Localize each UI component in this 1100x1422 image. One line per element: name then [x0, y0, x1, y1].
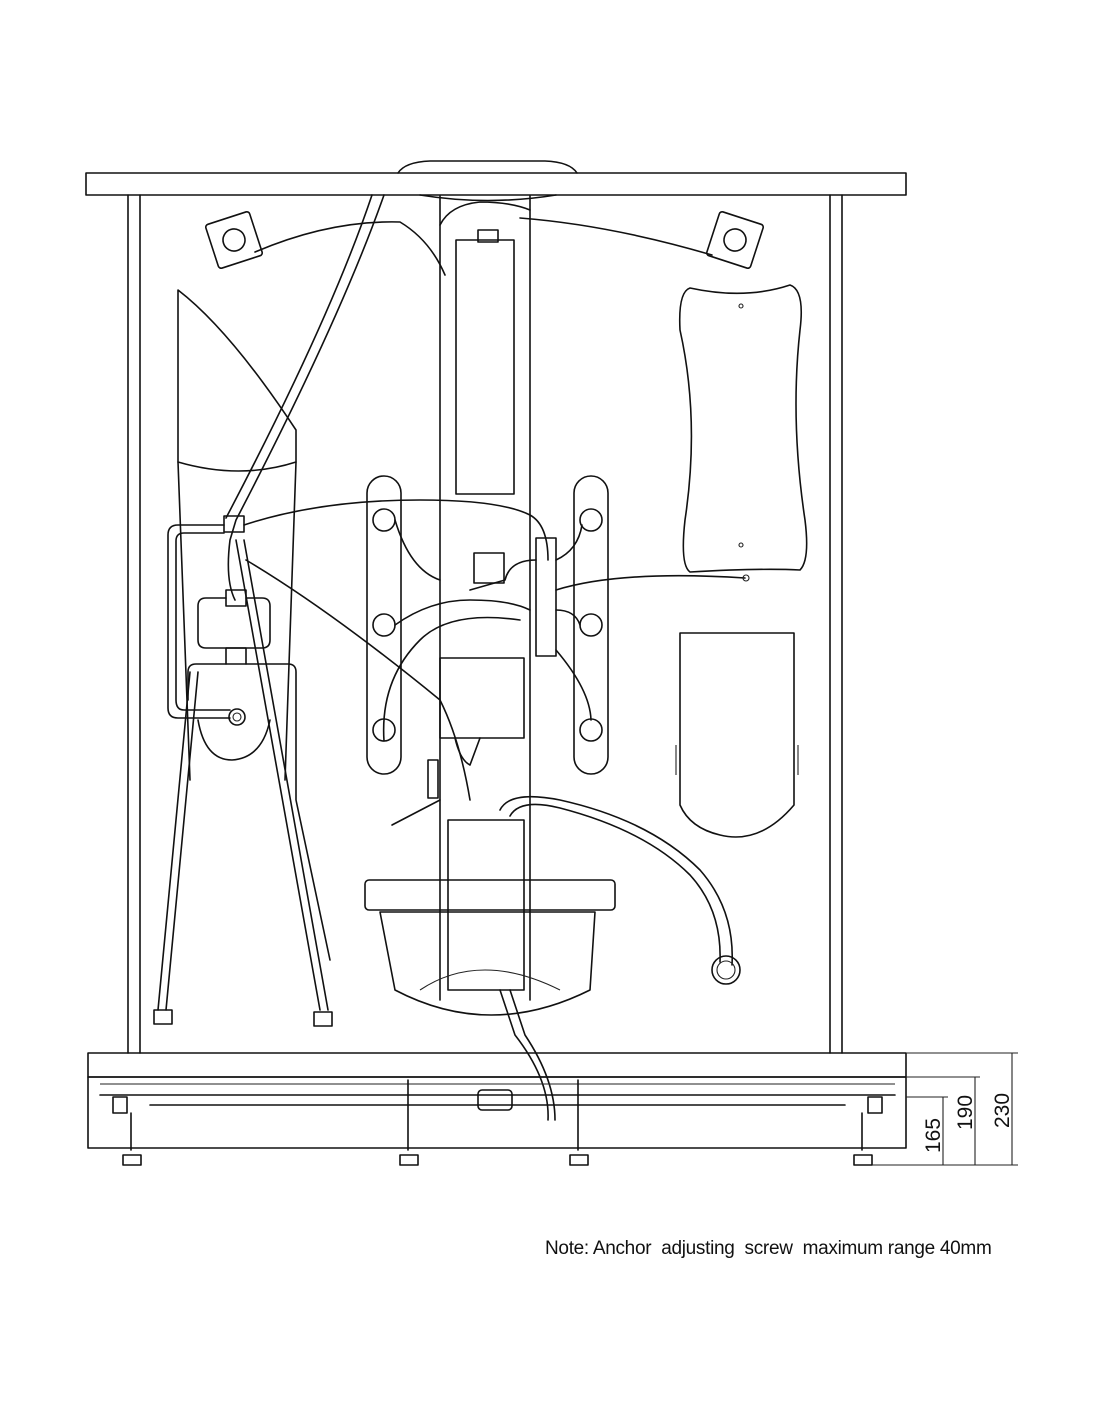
right-mirror-panel — [678, 284, 808, 573]
central-column — [439, 195, 531, 1001]
right-speaker-box — [675, 632, 799, 838]
center-block — [391, 657, 525, 826]
top-cap — [85, 160, 907, 202]
control-box — [447, 819, 525, 991]
left-assembly — [177, 289, 297, 781]
dimension-230: 230 — [991, 1093, 1014, 1128]
basin — [364, 879, 616, 1016]
tall-unit — [455, 229, 515, 495]
adjustable-feet — [112, 1079, 883, 1166]
dimension-190: 190 — [954, 1095, 977, 1130]
anchor-screw-note: Note: Anchor adjusting screw maximum ran… — [545, 1238, 992, 1259]
junction-box — [473, 552, 505, 584]
drain-hose — [499, 795, 741, 1121]
base-tray — [87, 1052, 907, 1149]
dimension-lines — [872, 1052, 1018, 1166]
side-posts — [127, 194, 843, 1054]
right-nozzle-bar — [469, 475, 750, 775]
corner-brackets — [204, 210, 765, 276]
dimension-165: 165 — [922, 1118, 945, 1153]
left-piping — [153, 194, 549, 1027]
left-nozzle-bar — [366, 475, 531, 775]
